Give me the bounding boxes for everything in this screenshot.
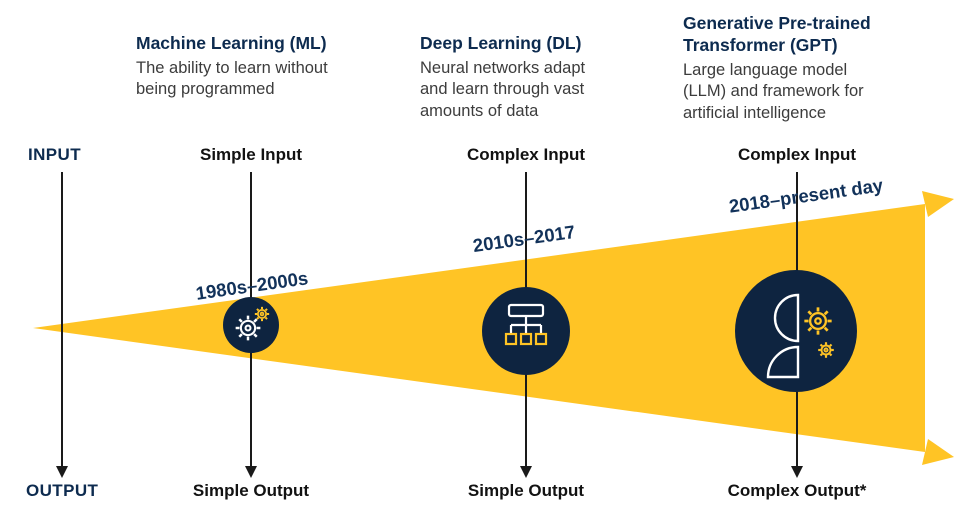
hierarchy-nodes <box>504 332 548 346</box>
timeline-arrow-top-icon <box>922 191 954 217</box>
dl-title: Deep Learning (DL) <box>420 33 582 53</box>
gear-large-icon <box>804 307 832 335</box>
growth-wedge <box>33 204 925 452</box>
input-axis-label: INPUT <box>28 145 81 164</box>
hierarchy-lines <box>507 303 545 334</box>
dl-description: Neural networks adapt and learn through … <box>420 58 586 120</box>
dl-arrowhead-icon <box>520 466 532 478</box>
person-profile-icon <box>766 293 800 379</box>
ml-icon-circle <box>223 297 279 353</box>
output-axis-label: OUTPUT <box>26 481 99 500</box>
dl-output-label: Simple Output <box>467 481 585 500</box>
gear-small-icon <box>818 342 834 358</box>
gpt-description: Large language model (LLM) and framework… <box>683 60 864 122</box>
gear-small-icon <box>254 306 270 322</box>
dl-heading-block: Deep Learning (DL) Neural networks adapt… <box>420 33 625 122</box>
gpt-output-label: Complex Output* <box>727 481 867 500</box>
dl-icon-circle <box>482 287 570 375</box>
flow-arrowheads <box>56 466 803 478</box>
gpt-title: Generative Pre-trained Transformer (GPT) <box>683 13 871 55</box>
ml-description: The ability to learn without being progr… <box>136 58 328 99</box>
timeline-arrow-bottom-icon <box>922 439 954 465</box>
ml-heading-block: Machine Learning (ML) The ability to lea… <box>136 33 368 101</box>
gpt-input-label: Complex Input <box>737 145 857 164</box>
ml-title: Machine Learning (ML) <box>136 33 327 53</box>
network-hierarchy-icon <box>504 303 548 346</box>
gpt-heading-block: Generative Pre-trained Transformer (GPT)… <box>683 13 898 124</box>
gpt-arrowhead-icon <box>791 466 803 478</box>
gpt-icon-circle <box>735 270 857 392</box>
gear-large-icon <box>235 315 261 341</box>
axis-arrowhead-icon <box>56 466 68 478</box>
ml-input-label: Simple Input <box>200 145 302 164</box>
gears-icon <box>235 306 270 341</box>
ml-arrowhead-icon <box>245 466 257 478</box>
dl-input-label: Complex Input <box>466 145 586 164</box>
person-gears-icon <box>766 293 834 379</box>
ml-output-label: Simple Output <box>192 481 310 500</box>
